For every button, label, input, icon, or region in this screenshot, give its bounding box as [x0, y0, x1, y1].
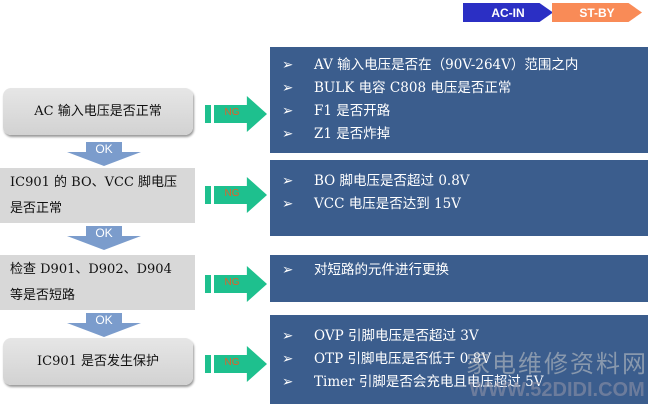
ng-arrow-1: NG — [205, 96, 267, 132]
bullet-icon: ➢ — [282, 57, 294, 73]
ok-arrow-3: OK — [67, 313, 141, 337]
ng-arrow-2: NG — [205, 177, 267, 213]
watermark-cn: 家电维修资料网 — [466, 350, 648, 378]
step-3-question: 检查 D901、D902、D904 等是否短路 — [0, 255, 195, 310]
ng-arrow-4: NG — [205, 346, 267, 382]
check-item: ➢ 对短路的元件进行更换 — [282, 259, 648, 282]
watermark-url: WWW.52DIDI.COM — [469, 379, 645, 401]
step-2-checks: ➢ BO 脚电压是否超过 0.8V ➢ VCC 电压是否达到 15V — [270, 160, 648, 236]
st-by-tag: ST-BY — [552, 3, 642, 22]
ng-arrow-3: NG — [205, 266, 267, 302]
check-item: ➢ OTP 引脚电压是否低于 0.8V — [282, 348, 648, 371]
ok-label: OK — [95, 226, 113, 240]
bullet-icon: ➢ — [282, 374, 294, 390]
check-item: ➢ OVP 引脚电压是否超过 3V — [282, 325, 648, 348]
step-3-checks: ➢ 对短路的元件进行更换 — [270, 255, 648, 302]
bullet-icon: ➢ — [282, 262, 294, 278]
check-text: AV 输入电压是否在（90V-264V）范围之内 — [314, 57, 579, 73]
ok-arrow-2: OK — [67, 226, 141, 250]
check-item: ➢ BO 脚电压是否超过 0.8V — [282, 170, 648, 193]
step-4-checks: ➢ OVP 引脚电压是否超过 3V ➢ OTP 引脚电压是否低于 0.8V ➢ Tim… — [270, 315, 648, 404]
ng-label: NG — [224, 188, 240, 199]
ng-label: NG — [224, 107, 240, 118]
check-text: BO 脚电压是否超过 0.8V — [314, 173, 470, 189]
check-text: Timer 引脚是否会充电且电压超过 5V — [314, 374, 544, 390]
ac-in-tag: AC-IN — [463, 3, 553, 22]
check-text: 对短路的元件进行更换 — [314, 262, 449, 278]
bullet-icon: ➢ — [282, 103, 294, 119]
check-text: OTP 引脚电压是否低于 0.8V — [314, 351, 491, 367]
bullet-icon: ➢ — [282, 196, 294, 212]
watermark: 家电维修资料网 WWW.52DIDI.COM — [466, 344, 648, 402]
check-item: ➢ Timer 引脚是否会充电且电压超过 5V — [282, 371, 648, 394]
ng-label: NG — [224, 277, 240, 288]
ok-label: OK — [95, 313, 113, 327]
bullet-icon: ➢ — [282, 328, 294, 344]
step-1-question: AC 输入电压是否正常 — [3, 88, 193, 135]
check-item: ➢ Z1 是否炸掉 — [282, 123, 648, 146]
step-1-checks: ➢ AV 输入电压是否在（90V-264V）范围之内 ➢ BULK 电容 C808 … — [270, 47, 648, 153]
ok-arrow-1: OK — [67, 142, 141, 166]
check-text: OVP 引脚电压是否超过 3V — [314, 328, 479, 344]
step-4-question: IC901 是否发生保护 — [3, 338, 193, 385]
ok-label: OK — [95, 142, 113, 156]
check-item: ➢ VCC 电压是否达到 15V — [282, 193, 648, 216]
bullet-icon: ➢ — [282, 126, 294, 142]
check-text: VCC 电压是否达到 15V — [314, 196, 461, 212]
check-item: ➢ AV 输入电压是否在（90V-264V）范围之内 — [282, 54, 648, 77]
ng-label: NG — [224, 357, 240, 368]
bullet-icon: ➢ — [282, 173, 294, 189]
check-text: BULK 电容 C808 电压是否正常 — [314, 80, 512, 96]
check-text: Z1 是否炸掉 — [314, 126, 391, 142]
check-item: ➢ BULK 电容 C808 电压是否正常 — [282, 77, 648, 100]
bullet-icon: ➢ — [282, 80, 294, 96]
check-text: F1 是否开路 — [314, 103, 391, 119]
bullet-icon: ➢ — [282, 351, 294, 367]
step-2-question: IC901 的 BO、VCC 脚电压是否正常 — [0, 168, 195, 223]
check-item: ➢ F1 是否开路 — [282, 100, 648, 123]
